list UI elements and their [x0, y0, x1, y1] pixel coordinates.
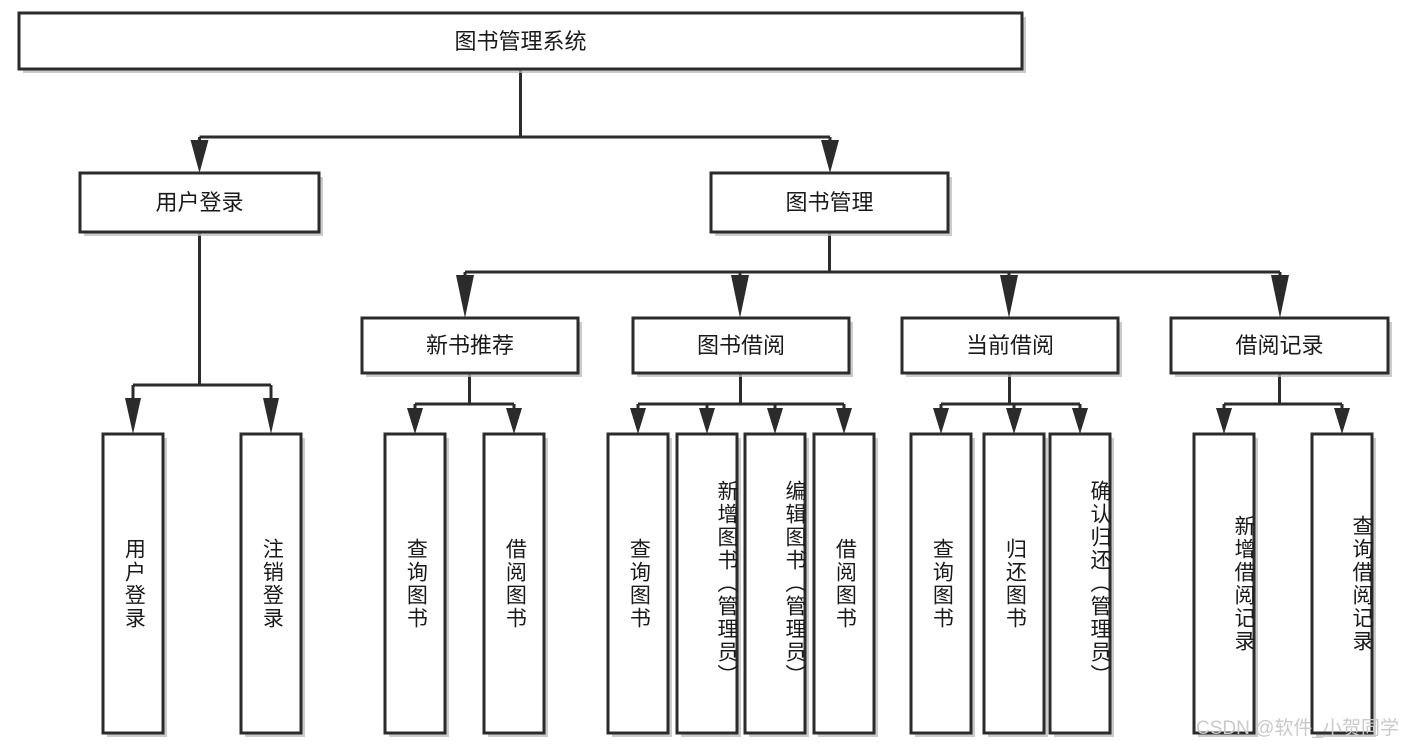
arrowhead-leaf-add-book [699, 408, 715, 434]
arrowhead-leaf-user-login [125, 398, 141, 434]
node-book-borrow-box[interactable] [631, 316, 851, 375]
leaf-box[interactable] [982, 432, 1046, 735]
connector-group-current-borrow-to-leaves [933, 373, 1088, 434]
node-book-manage-label: 图书管理 [785, 190, 873, 215]
node-user-login-box[interactable] [78, 171, 321, 234]
leaf-box-group [101, 432, 1376, 737]
node-root-box[interactable] [17, 11, 1024, 71]
node-root-label: 图书管理系统 [454, 29, 586, 54]
arrowhead-leaf-query-record [1334, 408, 1350, 434]
arrowhead-leaf-borrow-book-1 [506, 408, 522, 434]
arrowhead-leaf-borrow-book-2 [836, 408, 852, 434]
arrowhead-leaf-query-book-1 [407, 408, 423, 434]
arrowhead-new-book-rec [456, 275, 474, 318]
arrowhead-leaf-edit-book [767, 408, 783, 434]
leaf-box[interactable] [1048, 432, 1112, 735]
node-root[interactable]: 图书管理系统 [17, 11, 1026, 73]
node-current-borrow-label: 当前借阅 [966, 333, 1054, 358]
arrowhead-leaf-query-book-3 [933, 408, 949, 434]
connector-group-user-login-to-leaves [125, 232, 279, 434]
leaf-box[interactable] [675, 432, 739, 735]
leaf-box[interactable] [239, 432, 303, 735]
watermark-text: CSDN @软件_小贺同学 [1196, 718, 1399, 739]
arrowhead-current-borrow [1000, 275, 1018, 318]
leaf-box[interactable] [606, 432, 670, 735]
leaf-box[interactable] [482, 432, 546, 735]
node-user-login[interactable]: 用户登录 [78, 171, 323, 236]
leaf-box[interactable] [101, 432, 165, 735]
connector-group-root-to-level2 [190, 69, 839, 173]
leaf-box[interactable] [383, 432, 447, 735]
node-current-borrow[interactable]: 当前借阅 [900, 316, 1122, 377]
node-borrow-record-label: 借阅记录 [1235, 333, 1323, 358]
leaf-box[interactable] [812, 432, 876, 735]
node-new-book-recommend[interactable]: 新书推荐 [360, 316, 582, 377]
leaf-box[interactable] [1192, 432, 1256, 735]
node-user-login-label: 用户登录 [155, 190, 243, 215]
leaf-box[interactable] [909, 432, 973, 735]
arrowhead-leaf-return-book [1006, 408, 1022, 434]
node-book-borrow-label: 图书借阅 [697, 333, 785, 358]
leaf-box[interactable] [743, 432, 807, 735]
node-current-borrow-box[interactable] [900, 316, 1120, 375]
connector-group-book-borrow-to-leaves [630, 373, 852, 434]
arrowhead-leaf-query-book-2 [630, 408, 646, 434]
node-new-book-recommend-label: 新书推荐 [426, 333, 514, 358]
arrowhead-borrow-record [1271, 275, 1289, 318]
node-book-manage-box[interactable] [709, 171, 950, 234]
node-book-borrow[interactable]: 图书借阅 [631, 316, 853, 377]
node-borrow-record[interactable]: 借阅记录 [1169, 316, 1392, 377]
node-borrow-record-box[interactable] [1169, 316, 1390, 375]
arrowhead-leaf-add-record [1216, 408, 1232, 434]
arrowhead-book-borrow [731, 275, 749, 318]
arrowhead-leaf-confirm-return [1072, 408, 1088, 434]
connector-group-book-manage-to-level3 [456, 232, 1289, 318]
connector-group-borrow-record-to-leaves [1216, 373, 1350, 434]
node-new-book-recommend-box[interactable] [360, 316, 580, 375]
arrowhead-user-login [190, 140, 209, 173]
connector-group-new-book-rec-to-leaves [407, 373, 522, 434]
arrowhead-book-manage [821, 140, 839, 173]
arrowhead-leaf-logout [263, 398, 279, 434]
leaf-box[interactable] [1310, 432, 1374, 735]
node-book-manage[interactable]: 图书管理 [709, 171, 952, 236]
